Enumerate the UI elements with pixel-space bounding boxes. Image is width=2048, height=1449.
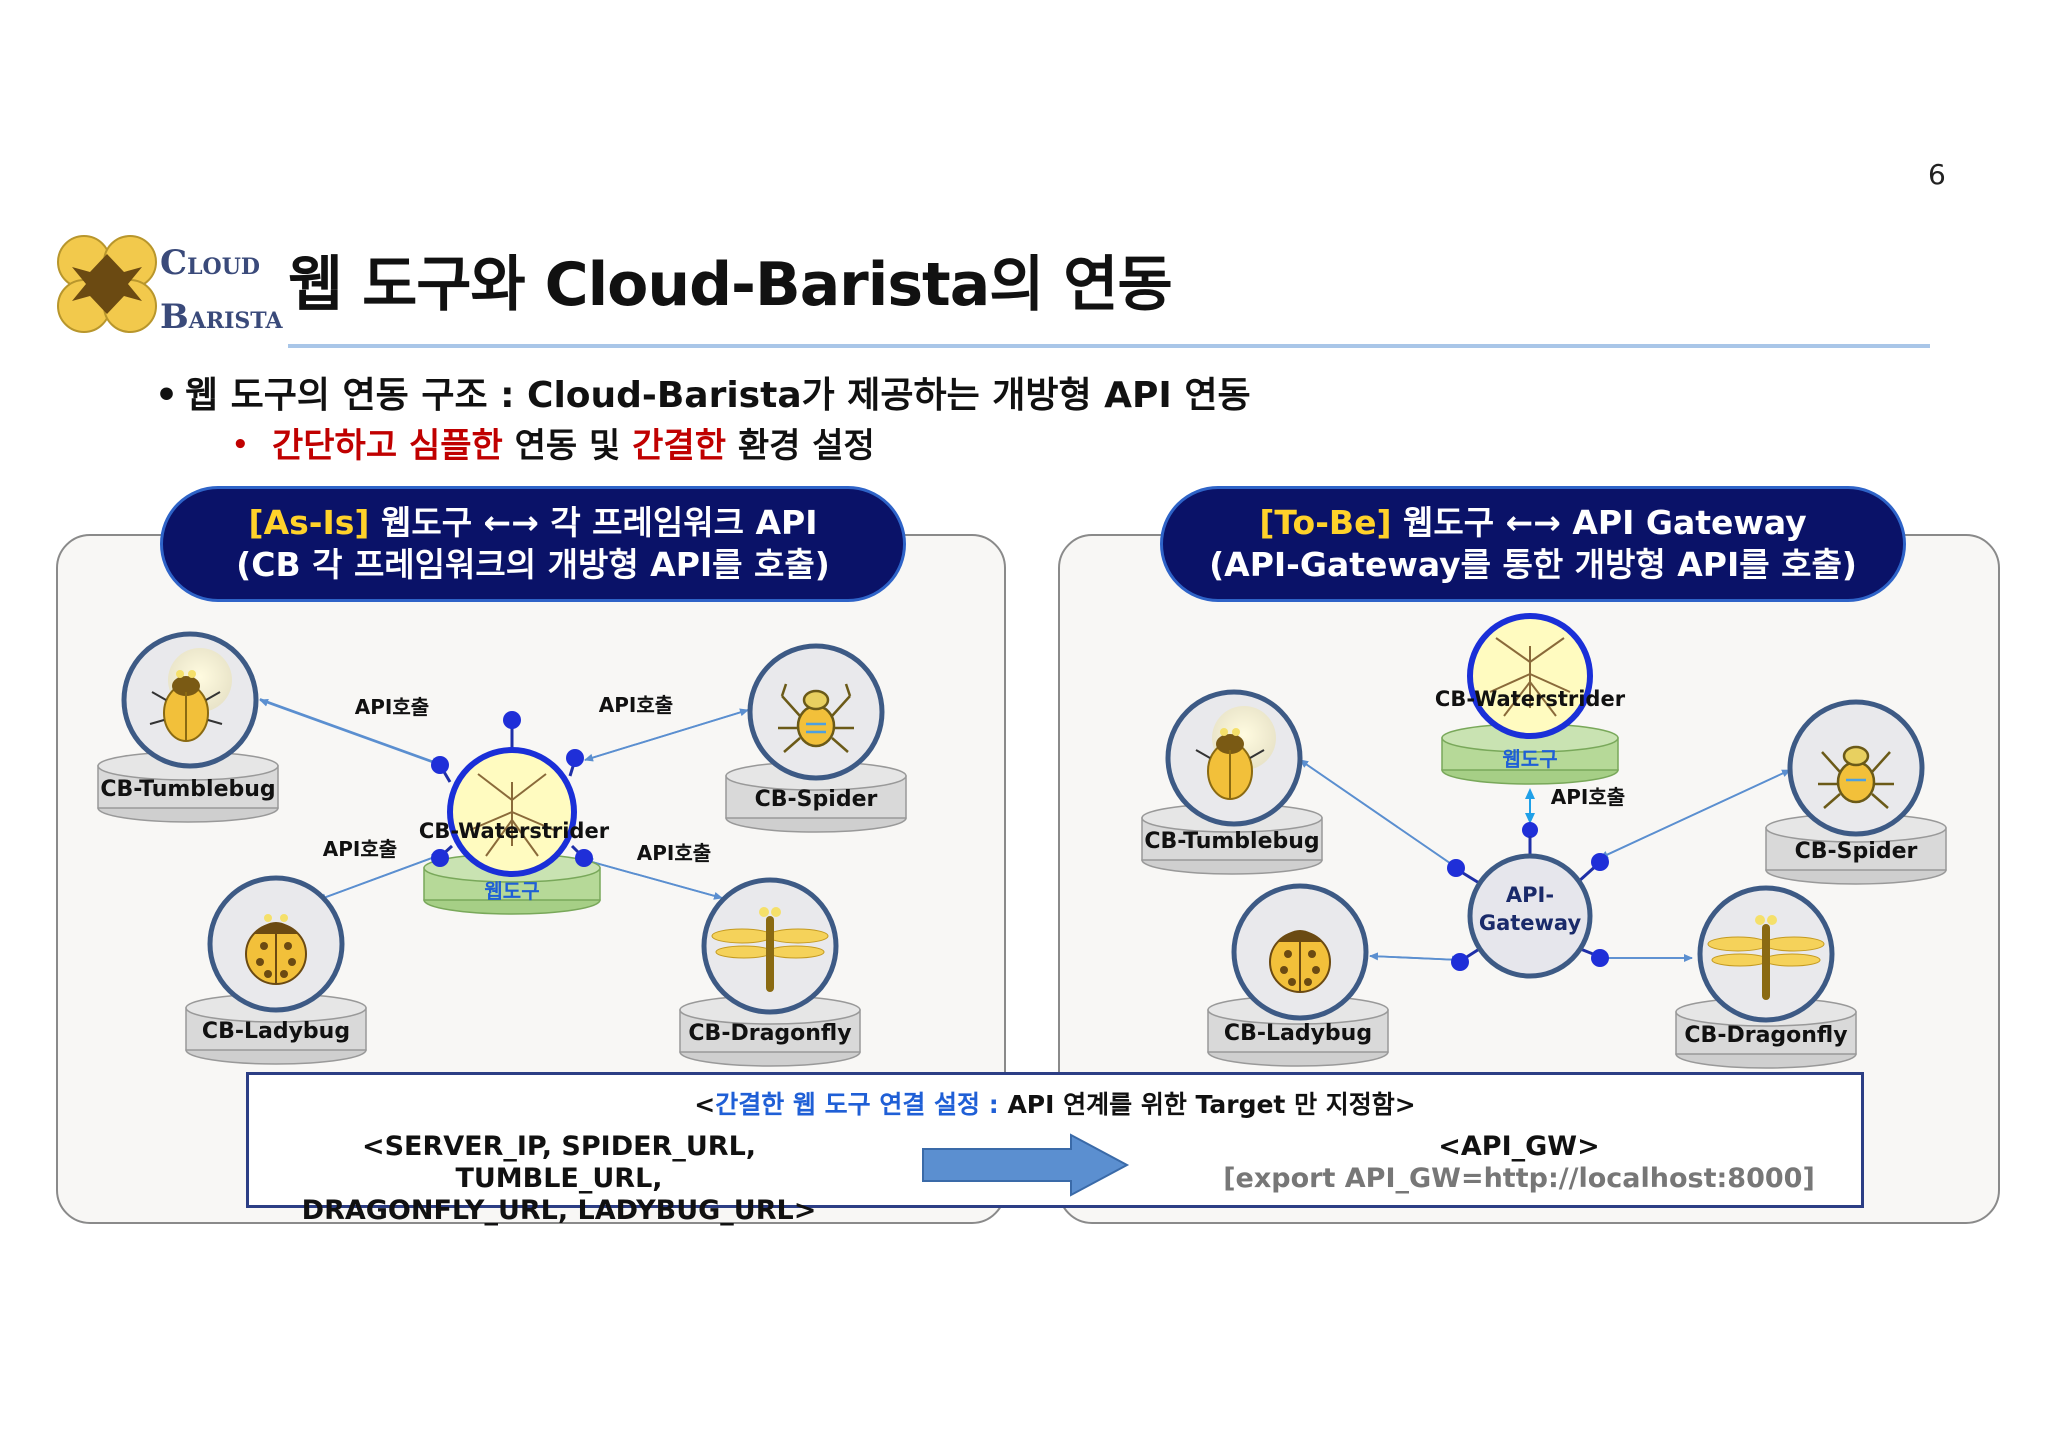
edge-label-dragonfly: API호출 xyxy=(637,841,711,865)
cloud-barista-logo: CLOUD BARISTA xyxy=(52,232,283,337)
config-title: <간결한 웹 도구 연결 설정 : API 연계를 위한 Target 만 지정… xyxy=(694,1090,1416,1119)
node-api-gateway: API- Gateway xyxy=(1447,853,1609,979)
edge-ladybug-back xyxy=(317,854,441,901)
to-be-banner-line2: (API-Gateway를 통한 개방형 API를 호출) xyxy=(1209,545,1857,584)
logo-text-cloud: CLOUD xyxy=(160,243,260,283)
spider-icon xyxy=(778,683,854,753)
node-spider-left: CB-Spider xyxy=(725,643,907,833)
dragonfly-icon xyxy=(711,907,829,992)
edge-gw-tumblebug-back xyxy=(1299,759,1461,871)
bullet-main: •웹 도구의 연동 구조 : Cloud-Barista가 제공하는 개방형 A… xyxy=(155,375,1251,416)
dragonfly-icon-right xyxy=(1707,915,1825,1000)
logo-flower-icon xyxy=(57,235,157,333)
to-be-banner-line1: [To-Be] 웹도구 ←→ API Gateway xyxy=(1259,503,1807,542)
label-dragonfly-right: CB-Dragonfly xyxy=(1684,1023,1847,1048)
edge-gw-spider-back xyxy=(1599,769,1791,859)
label-spider-left: CB-Spider xyxy=(755,787,878,812)
label-spider-right: CB-Spider xyxy=(1795,839,1918,864)
label-dragonfly-left: CB-Dragonfly xyxy=(688,1021,851,1046)
edge-waterstrider-gateway xyxy=(1522,788,1538,856)
gateway-label-line2: Gateway xyxy=(1479,911,1582,935)
node-tumblebug-right: CB-Tumblebug xyxy=(1141,689,1323,875)
gateway-label-line1: API- xyxy=(1506,883,1554,907)
edge-label-gateway: API호출 xyxy=(1551,785,1625,809)
label-tumblebug-left: CB-Tumblebug xyxy=(100,777,275,802)
to-be-banner: [To-Be] 웹도구 ←→ API Gateway (API-Gateway를… xyxy=(1160,486,1906,602)
spider-icon-right xyxy=(1818,745,1894,809)
label-webtool-left: 웹도구 xyxy=(484,879,539,903)
edge-gw-ladybug-back xyxy=(1369,955,1461,964)
config-as-is-targets: <SERVER_IP, SPIDER_URL, TUMBLE_URL, DRAG… xyxy=(301,1131,817,1226)
as-is-banner-line2: (CB 각 프레임워크의 개방형 API를 호출) xyxy=(236,545,830,584)
edge-label-ladybug: API호출 xyxy=(323,837,397,861)
node-dragonfly-left: CB-Dragonfly xyxy=(679,877,861,1067)
logo-text-barista: BARISTA xyxy=(160,297,283,337)
node-ladybug-right: CB-Ladybug xyxy=(1207,883,1389,1067)
config-to-be-target: <API_GW> [export API_GW=http://localhost… xyxy=(1223,1131,1815,1194)
edge-label-spider: API호출 xyxy=(599,693,673,717)
bullet-sub: •간단하고 심플한 연동 및 간결한 환경 설정 xyxy=(232,426,875,466)
node-spider-right: CB-Spider xyxy=(1765,699,1947,885)
edge-dragonfly-back xyxy=(584,858,723,899)
transition-arrow-icon xyxy=(922,1133,1130,1197)
label-waterstrider-left: CB-Waterstrider xyxy=(419,819,610,843)
node-waterstrider-right: CB-Waterstrider 웹도구 xyxy=(1435,613,1626,785)
edge-spider-back xyxy=(584,709,749,762)
node-ladybug-left: CB-Ladybug xyxy=(185,875,367,1065)
label-waterstrider-right: CB-Waterstrider xyxy=(1435,687,1626,711)
waterstrider-icon xyxy=(469,773,555,857)
edge-tumblebug xyxy=(259,698,441,766)
config-box: <간결한 웹 도구 연결 설정 : API 연계를 위한 Target 만 지정… xyxy=(246,1072,1864,1226)
ladybug-icon-right xyxy=(1269,930,1331,993)
as-is-banner: [As-Is] 웹도구 ←→ 각 프레임워크 API (CB 각 프레임워크의 … xyxy=(160,486,906,602)
node-tumblebug-left: CB-Tumblebug xyxy=(97,631,279,823)
ladybug-icon xyxy=(245,914,307,985)
title-rule xyxy=(288,344,1930,348)
label-ladybug-right: CB-Ladybug xyxy=(1224,1021,1372,1046)
node-dragonfly-right: CB-Dragonfly xyxy=(1675,885,1857,1069)
edge-tumblebug-back xyxy=(259,698,441,766)
page-number: 6 xyxy=(1928,158,1946,191)
to-be-connectors xyxy=(1299,759,1791,964)
slide-title: 웹 도구와 Cloud-Barista의 연동 xyxy=(288,250,1173,320)
edge-label-tumblebug: API호출 xyxy=(355,695,429,719)
as-is-banner-line1: [As-Is] 웹도구 ←→ 각 프레임워크 API xyxy=(248,503,818,542)
as-is-connectors xyxy=(259,698,749,901)
waterstrider-icon-right xyxy=(1489,637,1571,717)
label-tumblebug-right: CB-Tumblebug xyxy=(1144,829,1319,854)
node-waterstrider-left: 웹도구 CB-Waterstrider xyxy=(419,711,610,915)
label-webtool-right: 웹도구 xyxy=(1502,747,1557,771)
label-ladybug-left: CB-Ladybug xyxy=(202,1019,350,1044)
tumblebug-beetle-icon-right xyxy=(1195,728,1265,800)
tumblebug-beetle-icon xyxy=(149,670,223,742)
